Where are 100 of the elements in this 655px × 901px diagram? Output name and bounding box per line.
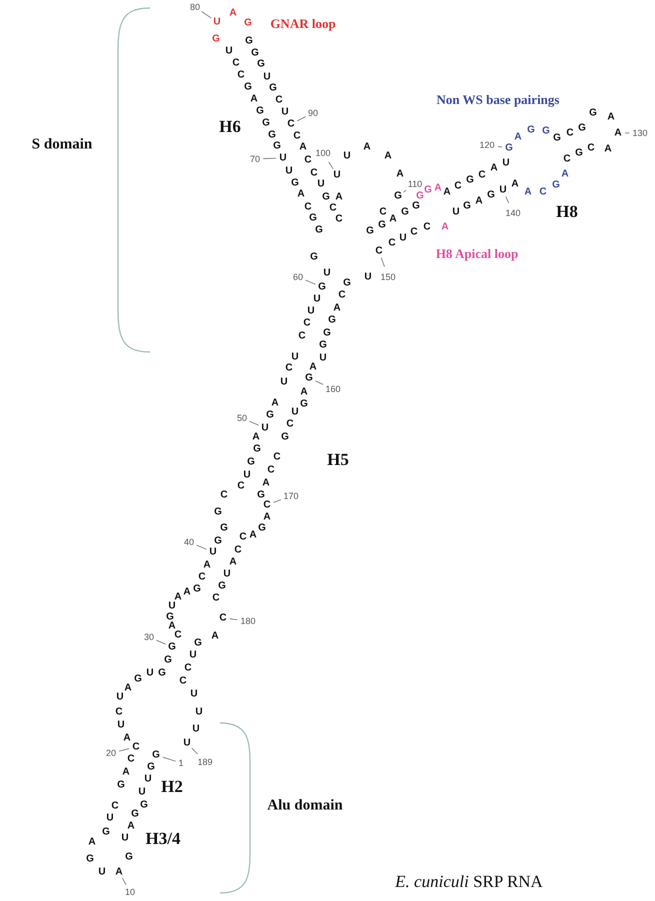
nucleotide-letter: C — [237, 480, 245, 492]
nucleotide-letter: G — [193, 584, 201, 594]
position-number: 170 — [283, 491, 299, 501]
nucleotide-letter: C — [115, 706, 123, 718]
nucleotide-letter: G — [256, 106, 264, 116]
nucleotide-letter: G — [218, 580, 226, 592]
nucleotide-letter: G — [300, 398, 308, 410]
nucleotide-letter: G — [589, 108, 597, 118]
nucleotide-letter: U — [183, 738, 191, 748]
nucleotide-letter: G — [318, 282, 326, 292]
nucleotide-letter: C — [267, 464, 275, 476]
nucleotide-letter: G — [125, 852, 133, 862]
nucleotide-letter: G — [401, 206, 409, 218]
nucleotide-letter: C — [563, 154, 571, 164]
nucleotide-letter: C — [285, 362, 293, 374]
nucleotide-letter: U — [502, 158, 510, 168]
position-number: 160 — [325, 384, 341, 394]
nucleotide-letter: G — [273, 140, 281, 152]
nucleotide-letter: A — [249, 530, 257, 540]
nucleotide-letter: G — [244, 18, 252, 28]
nucleotide-letter: A — [614, 128, 622, 138]
nucleotide-letter: C — [111, 800, 119, 812]
nucleotide-letter: G — [131, 808, 139, 820]
nucleotide-letter: G — [416, 190, 424, 202]
nucleotide-letter: U — [319, 352, 327, 364]
nucleotide-letter: U — [146, 668, 154, 678]
position-number: 140 — [505, 208, 521, 218]
nucleotide-letter: A — [211, 630, 219, 642]
nucleotide-letter: U — [263, 72, 271, 82]
nucleotide-letter: C — [239, 532, 247, 542]
caption: E. cuniculi SRP RNA — [395, 872, 543, 892]
nucleotide-letter: A — [490, 162, 498, 174]
nucleotide-letter: G — [86, 854, 94, 864]
nucleotide-letter: G — [310, 252, 318, 262]
nucleotide-letter: G — [214, 536, 222, 546]
nucleotide-letter: A — [514, 132, 522, 142]
nucleotide-letter: G — [258, 522, 266, 534]
nucleotide-letter: U — [333, 170, 341, 180]
nucleotide-letter: G — [194, 638, 202, 648]
nucleotide-letter: C — [423, 222, 431, 232]
nucleotide-letter: C — [219, 612, 227, 624]
nucleotide-letter: U — [144, 774, 152, 784]
nucleotide-letter: U — [317, 178, 325, 190]
nucleotide-letter: U — [280, 376, 288, 388]
nucleotide-letter: U — [138, 786, 146, 798]
nucleotide-letter: U — [343, 150, 351, 162]
nucleotide-letter: G — [281, 432, 289, 442]
nucleotide-letter: U — [209, 546, 217, 558]
nucleotide-letter: G — [366, 226, 374, 236]
nucleotide-letter: C — [237, 70, 245, 80]
nucleotide-letter: G — [251, 48, 259, 58]
nucleotide-letter: G — [552, 180, 560, 190]
nucleotide-letter: C — [234, 544, 242, 556]
nucleotide-letter: C — [287, 118, 295, 130]
nucleotide-letter: U — [279, 152, 287, 164]
nucleotide-letter: C — [303, 318, 311, 328]
nucleotide-letter: C — [198, 572, 206, 582]
nucleotide-letter: U — [223, 568, 231, 580]
nucleotide-letter: U — [192, 724, 200, 734]
nucleotide-letter: G — [309, 212, 317, 224]
position-number: 110 — [408, 179, 422, 189]
nucleotide-letter: A — [389, 214, 397, 224]
nucleotide-letter: A — [434, 182, 442, 194]
nucleotide-letter: G — [322, 192, 330, 202]
helix-label: H6 — [219, 117, 241, 137]
nucleotide-letter: G — [328, 314, 336, 326]
position-number: 40 — [184, 537, 194, 547]
nucleotide-letter: A — [309, 362, 317, 372]
nucleotide-letter: A — [262, 478, 270, 488]
nucleotide-letter: C — [298, 330, 306, 342]
position-number: 120 — [479, 140, 495, 150]
nucleotide-letter: G — [158, 668, 166, 678]
nucleotide-letter: C — [132, 742, 140, 752]
nucleotide-letter: G — [343, 278, 351, 288]
nucleotide-letter: C — [286, 418, 294, 430]
nucleotide-letter: A — [604, 144, 612, 154]
nucleotide-letter: C — [310, 168, 318, 178]
nucleotide-letter: U — [116, 692, 124, 702]
nucleotide-letter: G — [527, 124, 535, 136]
nucleotide-letter: A — [300, 386, 308, 398]
nucleotide-letter: C — [335, 214, 343, 224]
nucleotide-letter: G — [268, 130, 276, 140]
nucleotide-letter: A — [250, 94, 258, 104]
nucleotide-letter: G — [247, 456, 255, 468]
nucleotide-letter: G — [253, 444, 261, 454]
nucleotide-letter: G — [244, 82, 252, 92]
nucleotide-letter: A — [124, 682, 132, 694]
nucleotide-letter: G — [152, 750, 160, 760]
nucleotide-letter: C — [263, 500, 271, 510]
nucleotide-letter: C — [220, 490, 228, 500]
nucleotide-letter: U — [121, 832, 129, 844]
nucleotide-letter: U — [364, 272, 372, 282]
nucleotide-letter: U — [307, 306, 315, 316]
nucleotide-letter: A — [122, 766, 130, 778]
nucleotide-letter: G — [269, 82, 277, 94]
nucleotide-letter: G — [166, 612, 174, 622]
nucleotide-letter: G — [140, 800, 148, 810]
nucleotide-letter: A — [396, 168, 404, 180]
nucleotide-letter: C — [273, 452, 281, 462]
nucleotide-letter: U — [243, 470, 251, 480]
